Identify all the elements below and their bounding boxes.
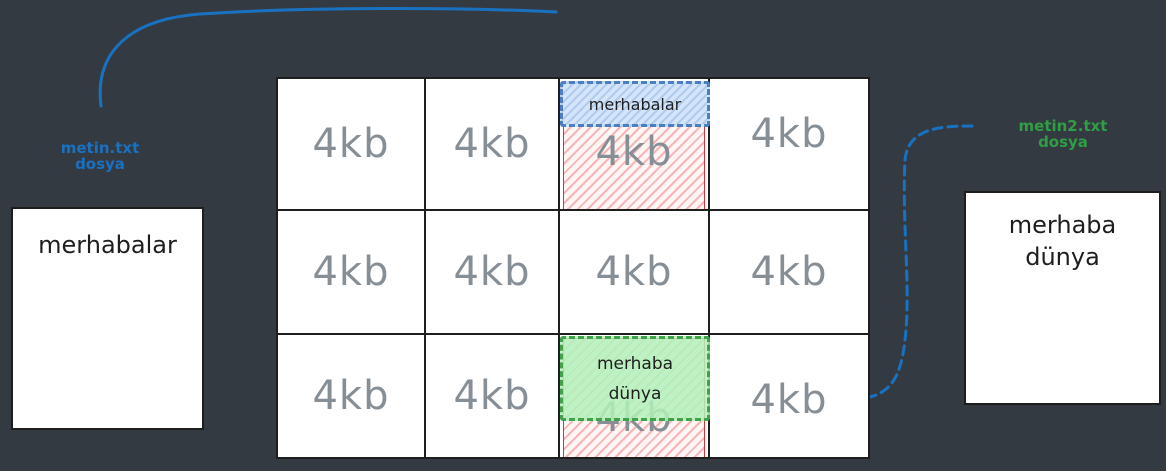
block-size-label: 4kb: [453, 121, 531, 167]
block-size-label: 4kb: [312, 121, 390, 167]
disk-block: 4kb: [424, 333, 560, 459]
block-size-label: 4kb: [595, 249, 673, 295]
disk-block: 4kb: [424, 77, 560, 211]
block-size-label: 4kb: [453, 249, 531, 295]
block-size-label: 4kb: [312, 373, 390, 419]
block-size-label: 4kb: [750, 249, 828, 295]
block-size-label: 4kb: [750, 377, 828, 423]
disk-block-grid: 4kb 4kb 4kb 4kb 4kb 4kb 4kb 4kb 4kb 4kb …: [276, 77, 870, 459]
disk-block: 4kb: [276, 209, 426, 335]
left-file-content: merhabalar: [38, 231, 177, 259]
block-size-label: 4kb: [453, 373, 531, 419]
disk-block: 4kb: [708, 77, 870, 211]
right-file-content: merhaba dünya: [1008, 211, 1117, 271]
block-size-label: 4kb: [312, 249, 390, 295]
disk-block: 4kb: [276, 333, 426, 459]
left-file-note: metin.txt dosya: [60, 139, 140, 173]
right-file-note: metin2.txt dosya: [1018, 117, 1108, 151]
block-size-label: 4kb: [595, 129, 673, 175]
disk-block: 4kb: [558, 209, 710, 335]
block-size-label: 4kb: [750, 111, 828, 157]
right-file-chunk: merhaba dünya: [560, 336, 710, 421]
left-file-box: merhabalar: [11, 207, 204, 430]
right-file-box: merhaba dünya: [964, 191, 1161, 405]
left-file-chunk: merhabalar: [560, 81, 710, 127]
disk-block: 4kb: [424, 209, 560, 335]
disk-block: 4kb: [708, 209, 870, 335]
left-file-arrow: [98, 7, 558, 108]
disk-block: 4kb: [708, 333, 870, 459]
disk-block: 4kb: [276, 77, 426, 211]
